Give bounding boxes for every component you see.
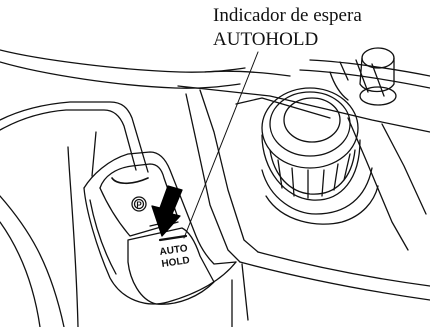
selector-dial	[261, 87, 379, 225]
autohold-indicator-callout: Indicador de espera AUTOHOLD	[213, 4, 362, 52]
autohold-indicator-light	[158, 234, 188, 242]
parking-brake-button[interactable]	[99, 163, 179, 237]
parking-brake-icon	[131, 196, 147, 212]
console-trim	[0, 49, 430, 327]
selector-dial-housing	[177, 59, 430, 327]
autohold-label-line1: AUTO	[159, 243, 189, 258]
callout-leader-line	[183, 51, 259, 239]
rear-knob	[359, 47, 397, 106]
autohold-label-line2: HOLD	[161, 255, 191, 270]
callout-line-1: Indicador de espera	[213, 5, 362, 26]
press-arrow-icon	[151, 185, 183, 237]
parking-brake-symbol: P	[136, 201, 142, 210]
callout-line-2: AUTOHOLD	[213, 29, 319, 50]
switch-panel	[83, 151, 237, 305]
